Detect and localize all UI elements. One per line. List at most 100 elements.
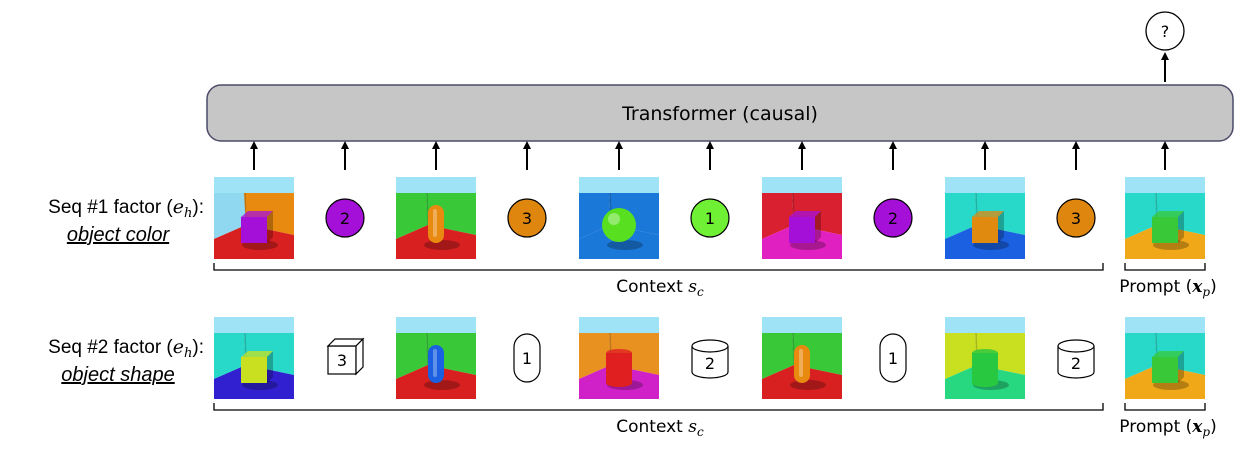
row-label-factor-name: object shape <box>61 364 174 386</box>
scene-wall-left <box>396 193 428 239</box>
prompt-image <box>1125 317 1205 399</box>
scene-object-cube-side <box>1178 211 1184 243</box>
scene-object-cube <box>241 217 267 243</box>
scene-object-drum-top <box>972 349 998 357</box>
scene-object-cube <box>1152 357 1178 383</box>
color-token: 3 <box>1056 198 1096 238</box>
context-image <box>945 317 1025 399</box>
context-bracket-line <box>213 403 1104 411</box>
scene-object-cube-top <box>241 211 273 217</box>
scene-object-capsule-highlight <box>433 349 437 377</box>
scene-object-cube-side <box>815 211 821 243</box>
scene-object-cube-side <box>1178 351 1184 383</box>
color-token-value: 2 <box>888 209 898 228</box>
scene-object-cube <box>972 217 998 243</box>
scene-shadow <box>424 240 460 250</box>
scene-object-sphere-highlight <box>608 213 620 225</box>
row-label-var: e <box>173 336 184 358</box>
scene-sky <box>396 177 476 193</box>
row-label-prefix: Seq #1 factor ( <box>48 197 173 218</box>
output-circle <box>1145 11 1185 51</box>
color-token-circle <box>873 198 913 238</box>
prompt-close: ) <box>1210 277 1217 297</box>
row-label-sub: h <box>184 346 192 361</box>
context-label: Context sc <box>616 277 704 299</box>
scene-sky <box>762 317 842 333</box>
context-bracket-line <box>213 263 1104 271</box>
scene-shadow <box>790 380 826 390</box>
prompt-var: x <box>1191 417 1203 437</box>
prompt-bracket-line <box>1124 263 1206 271</box>
color-token: 2 <box>325 198 365 238</box>
prompt-sub: p <box>1202 285 1210 299</box>
scene-corner <box>426 192 429 226</box>
scene-sky <box>1125 317 1205 333</box>
context-image <box>396 177 476 259</box>
context-image <box>579 317 659 399</box>
color-token: 2 <box>873 198 913 238</box>
scene-shadow <box>424 380 460 390</box>
scene-object-cube <box>789 217 815 243</box>
prompt-image <box>1125 177 1205 259</box>
transformer-block: Transformer (causal) <box>206 84 1234 142</box>
shape-token-value: 3 <box>337 351 347 370</box>
prompt-label-text: Prompt ( <box>1119 417 1192 437</box>
color-token-value: 3 <box>1071 209 1081 228</box>
shape-token-value: 2 <box>705 354 715 373</box>
context-image <box>762 177 842 259</box>
scene-wall-left <box>214 333 246 379</box>
scene-sky <box>214 177 294 193</box>
context-bracket: Context sc <box>213 263 1104 299</box>
prompt-label-text: Prompt ( <box>1119 277 1192 297</box>
row-label-factor-line: Seq #1 factor (eh): <box>48 196 204 221</box>
row-label-var: e <box>173 196 184 218</box>
prompt-sub: p <box>1202 425 1210 439</box>
scene-object-drum <box>972 353 998 383</box>
drum-outline-top <box>691 339 729 353</box>
scene-sky <box>579 177 659 193</box>
color-token-value: 2 <box>340 209 350 228</box>
context-sub: c <box>697 425 704 439</box>
color-token-value: 3 <box>522 209 532 228</box>
scene-wall-left <box>579 333 611 379</box>
context-image <box>396 317 476 399</box>
shape-token: 3 <box>326 337 365 376</box>
scene-wall-left <box>762 333 794 379</box>
scene-wall-left <box>214 193 246 239</box>
scene-object-drum-top <box>606 349 632 357</box>
color-token-value: 1 <box>705 209 715 228</box>
context-image <box>945 177 1025 259</box>
scene-object-cube <box>241 357 267 383</box>
scene-sky <box>396 317 476 333</box>
scene-corner <box>426 332 429 366</box>
scene-object-capsule-highlight <box>433 209 437 237</box>
prompt-label: Prompt (xp) <box>1119 277 1217 299</box>
cube-outline-side <box>355 337 364 376</box>
transformer-label: Transformer (causal) <box>621 103 818 125</box>
context-bracket: Context sc <box>213 403 1104 439</box>
context-sub: c <box>697 285 704 299</box>
color-token-circle <box>507 198 547 238</box>
context-image <box>214 317 294 399</box>
context-image <box>214 177 294 259</box>
scene-object-sphere <box>602 208 636 242</box>
scene-object-drum-bottom <box>972 379 998 387</box>
context-var: s <box>688 417 697 437</box>
scene-sky <box>214 317 294 333</box>
scene-corner <box>792 332 795 366</box>
color-token: 3 <box>507 198 547 238</box>
row-label-prefix: Seq #2 factor ( <box>48 337 173 358</box>
prompt-bracket-line <box>1124 403 1206 411</box>
prompt-bracket: Prompt (xp) <box>1119 263 1217 299</box>
drum-outline-icon <box>1057 346 1095 379</box>
scene-sky <box>1125 177 1205 193</box>
scene-object-cube-top <box>972 211 1004 217</box>
scene-object-capsule-highlight <box>799 349 803 377</box>
capsule-outline-icon <box>513 333 541 383</box>
scene-object-capsule <box>428 205 444 243</box>
context-label-text: Context <box>616 277 688 297</box>
prompt-var: x <box>1191 277 1203 297</box>
scene-object-cube-top <box>1152 211 1184 217</box>
scene-object-cube <box>1152 217 1178 243</box>
